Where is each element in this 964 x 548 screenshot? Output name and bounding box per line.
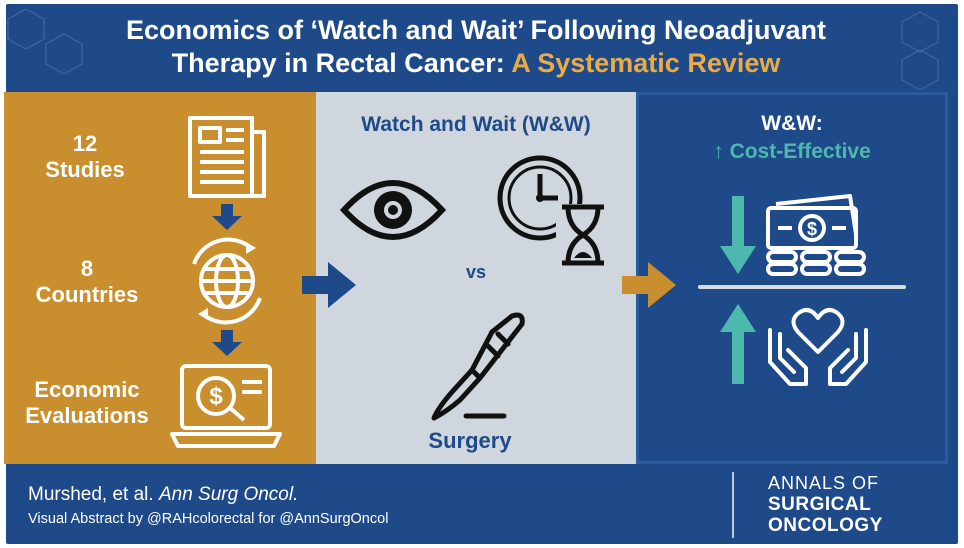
comparison-panel [316, 92, 636, 464]
evaluations-line-1: Economic [34, 377, 140, 402]
studies-label: Studies [45, 157, 125, 182]
arrow-down-icon [212, 330, 242, 356]
arrow-right-icon [622, 262, 676, 308]
title-line-2: Therapy in Rectal Cancer: A Systematic R… [0, 47, 952, 80]
countries-label: Countries [35, 282, 139, 307]
evaluations-line-2: Evaluations [25, 403, 149, 428]
journal-line-2: SURGICAL [768, 494, 872, 515]
result-heading: W&W: [761, 112, 823, 135]
page-title: Economics of ‘Watch and Wait’ Following … [0, 14, 952, 80]
arrow-right-icon [302, 262, 356, 308]
arrow-up-effect-icon [720, 304, 756, 384]
scalpel-icon [431, 312, 525, 421]
newspaper-icon [188, 116, 266, 198]
clock-hourglass-icon [497, 155, 610, 266]
countries-stat: 8 Countries [22, 256, 152, 308]
citation-authors: Murshed, et al. [28, 484, 159, 505]
citation: Murshed, et al. Ann Surg Oncol. [28, 484, 298, 506]
title-accent: A Systematic Review [511, 48, 781, 78]
hexagon-pattern-left [7, 8, 83, 75]
visual-abstract-credit: Visual Abstract by @RAHcolorectal for @A… [28, 511, 389, 527]
versus-label: vs [465, 262, 487, 282]
watch-and-wait-heading: Watch and Wait (W&W) [361, 113, 591, 136]
countries-count: 8 [80, 256, 94, 281]
arrow-down-icon [212, 204, 242, 230]
journal-logo: ANNALS OF SURGICAL ONCOLOGY [768, 473, 938, 536]
citation-journal: Ann Surg Oncol. [158, 484, 299, 505]
footer-divider [732, 472, 734, 538]
svg-text:$: $ [209, 383, 223, 410]
globe-icon [192, 237, 262, 325]
money-icon: $ [766, 194, 866, 276]
evaluations-stat: Economic Evaluations [14, 377, 160, 429]
title-line-2-prefix: Therapy in Rectal Cancer: [171, 48, 512, 78]
eye-icon [339, 180, 447, 240]
arrow-down-cost-icon [720, 196, 756, 274]
laptop-dollar-icon: $ [170, 364, 282, 448]
hexagon-pattern-right [901, 11, 939, 90]
divider-line [698, 285, 906, 289]
surgery-label: Surgery [428, 428, 512, 453]
result-panel [636, 92, 948, 464]
journal-line-3: ONCOLOGY [768, 515, 883, 536]
journal-line-1: ANNALS OF [768, 473, 880, 493]
hands-heart-icon [768, 308, 868, 386]
cost-effective-result: ↑ Cost-Effective [713, 140, 871, 163]
studies-count: 12 [72, 131, 98, 156]
title-line-1: Economics of ‘Watch and Wait’ Following … [125, 15, 827, 45]
studies-stat: 12 Studies [30, 131, 140, 183]
svg-text:$: $ [807, 219, 817, 239]
